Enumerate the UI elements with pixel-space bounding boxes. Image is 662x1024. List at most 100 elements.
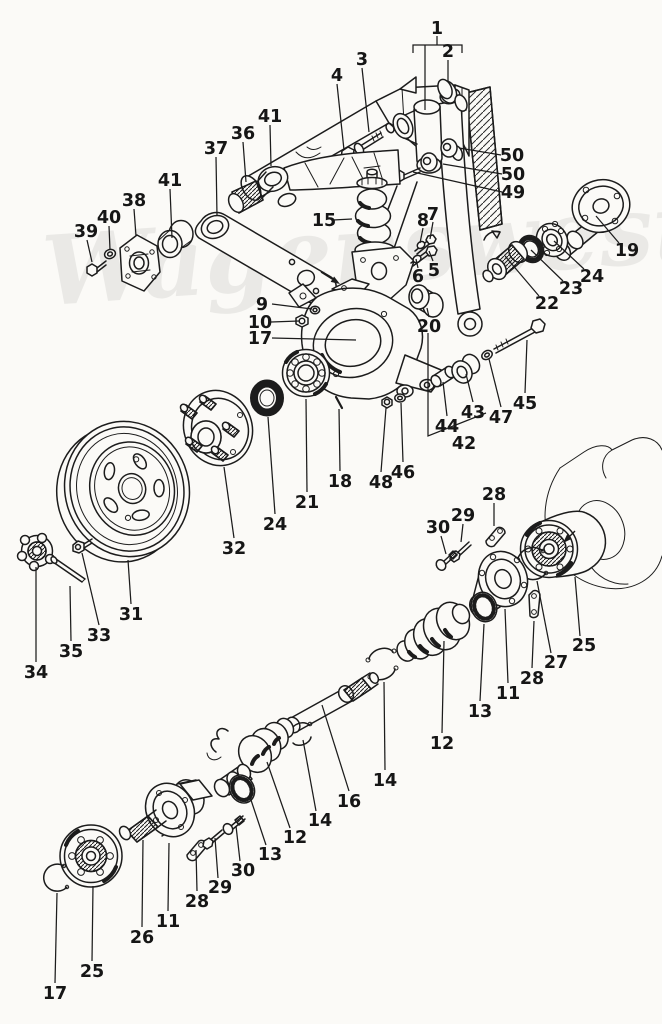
callout-label-29b: 29: [208, 878, 232, 898]
callout-label-48: 48: [369, 473, 393, 493]
callout-label-19: 19: [615, 241, 639, 261]
callout-label-12b: 12: [283, 828, 307, 848]
callout-46: 46: [391, 402, 415, 483]
callout-4: 4: [331, 66, 345, 151]
bolt-29-left: [202, 829, 225, 850]
strap-28-mid: [528, 589, 541, 619]
callout-13b: 13: [249, 796, 282, 865]
cv-flange-11-left: [144, 779, 213, 838]
bushing-43: [451, 353, 481, 384]
callout-23: 23: [530, 249, 583, 299]
bolt-33: [72, 538, 93, 554]
splined-coupling-34: [16, 532, 56, 572]
callout-label-16: 16: [337, 792, 361, 812]
callout-label-32: 32: [222, 539, 246, 559]
callout-label-22: 22: [535, 294, 559, 314]
callout-15: 15: [312, 211, 353, 231]
callout-label-29a: 29: [451, 506, 475, 526]
splined-stub-26: [118, 809, 167, 843]
pin-35: [50, 555, 86, 583]
brake-drum-31: [55, 420, 191, 563]
wheel-studs: [179, 394, 240, 462]
callout-label-10: 10: [248, 313, 272, 333]
callout-label-30a: 30: [426, 518, 450, 538]
cv-boot-12-left: [237, 717, 295, 774]
callout-label-7: 7: [427, 205, 439, 225]
callout-11b: 11: [156, 842, 180, 932]
callout-9: 9: [256, 295, 313, 315]
ball-bearing-21: [281, 348, 331, 398]
callout-50a: 50: [458, 146, 524, 166]
callout-49: 49: [412, 171, 525, 203]
callout-35: 35: [59, 585, 83, 662]
bushing-2: [437, 78, 468, 112]
threaded-ring-13-left: [228, 774, 256, 804]
callout-label-3: 3: [356, 50, 368, 70]
callout-label-35: 35: [59, 642, 83, 662]
callout-7: 7: [427, 205, 439, 240]
callout-label-26: 26: [130, 928, 154, 948]
nut-10: [295, 314, 309, 328]
callout-label-6: 6: [412, 267, 424, 287]
callout-29a: 29: [451, 506, 475, 543]
washer-40-bolt-39: [86, 248, 117, 277]
callout-label-28c: 28: [185, 892, 209, 912]
sleeve-44: [430, 365, 456, 388]
callout-32: 32: [222, 466, 246, 559]
cv-joint-25-right: [519, 510, 607, 579]
cover-plate-38: [119, 234, 161, 292]
callout-label-50a: 50: [500, 146, 524, 166]
callout-22: 22: [504, 255, 559, 314]
ball-bearing-24: [535, 220, 569, 258]
wheel-hub-32: [179, 389, 254, 467]
callout-17a: 17: [248, 329, 357, 349]
callout-label-24b: 24: [263, 515, 287, 535]
bearing-housing-17: [288, 278, 447, 400]
callout-43: 43: [461, 373, 485, 423]
callout-label-41b: 41: [158, 171, 182, 191]
washer-9: [309, 305, 321, 315]
callout-24a: 24: [553, 240, 604, 287]
line-art: [16, 76, 662, 892]
callout-34: 34: [24, 567, 48, 683]
callout-label-12a: 12: [430, 734, 454, 754]
callout-label-14a: 14: [373, 771, 397, 791]
callout-37: 37: [204, 139, 228, 217]
callout-11a: 11: [496, 608, 520, 704]
callout-28c: 28: [185, 849, 209, 912]
callout-label-25b: 25: [80, 962, 104, 982]
callout-label-24a: 24: [580, 267, 604, 287]
callout-6: 6: [412, 258, 424, 287]
pointer-arrow-1: [320, 271, 340, 284]
callout-28b: 28: [520, 620, 544, 689]
callout-label-33: 33: [87, 626, 111, 646]
callout-label-11b: 11: [156, 912, 180, 932]
axle-shaft-16: [285, 672, 380, 734]
callout-label-13a: 13: [468, 702, 492, 722]
callout-1: 1: [412, 19, 463, 110]
splined-shaft-end-22: [482, 230, 529, 283]
callout-33: 33: [81, 552, 111, 646]
callout-40: 40: [97, 208, 121, 251]
bolt-30-left: [222, 815, 246, 836]
callout-label-23: 23: [559, 279, 583, 299]
callout-8: 8: [417, 211, 429, 244]
callout-3: 3: [356, 50, 370, 133]
callout-30b: 30: [231, 825, 255, 881]
callout-label-9: 9: [256, 295, 268, 315]
callout-36: 36: [231, 124, 255, 183]
bushings-50: [420, 138, 464, 172]
callout-label-27: 27: [544, 653, 568, 673]
bushing-41: [157, 219, 194, 259]
callout-label-41a: 41: [258, 107, 282, 127]
callout-42: 42: [427, 333, 487, 454]
callout-label-31: 31: [119, 605, 143, 625]
callout-28a: 28: [482, 485, 506, 526]
callout-label-30b: 30: [231, 861, 255, 881]
callout-label-18: 18: [328, 472, 352, 492]
callout-label-37: 37: [204, 139, 228, 159]
callout-label-49: 49: [501, 183, 525, 203]
callout-19: 19: [595, 215, 639, 261]
callout-17b: 17: [43, 892, 67, 1004]
